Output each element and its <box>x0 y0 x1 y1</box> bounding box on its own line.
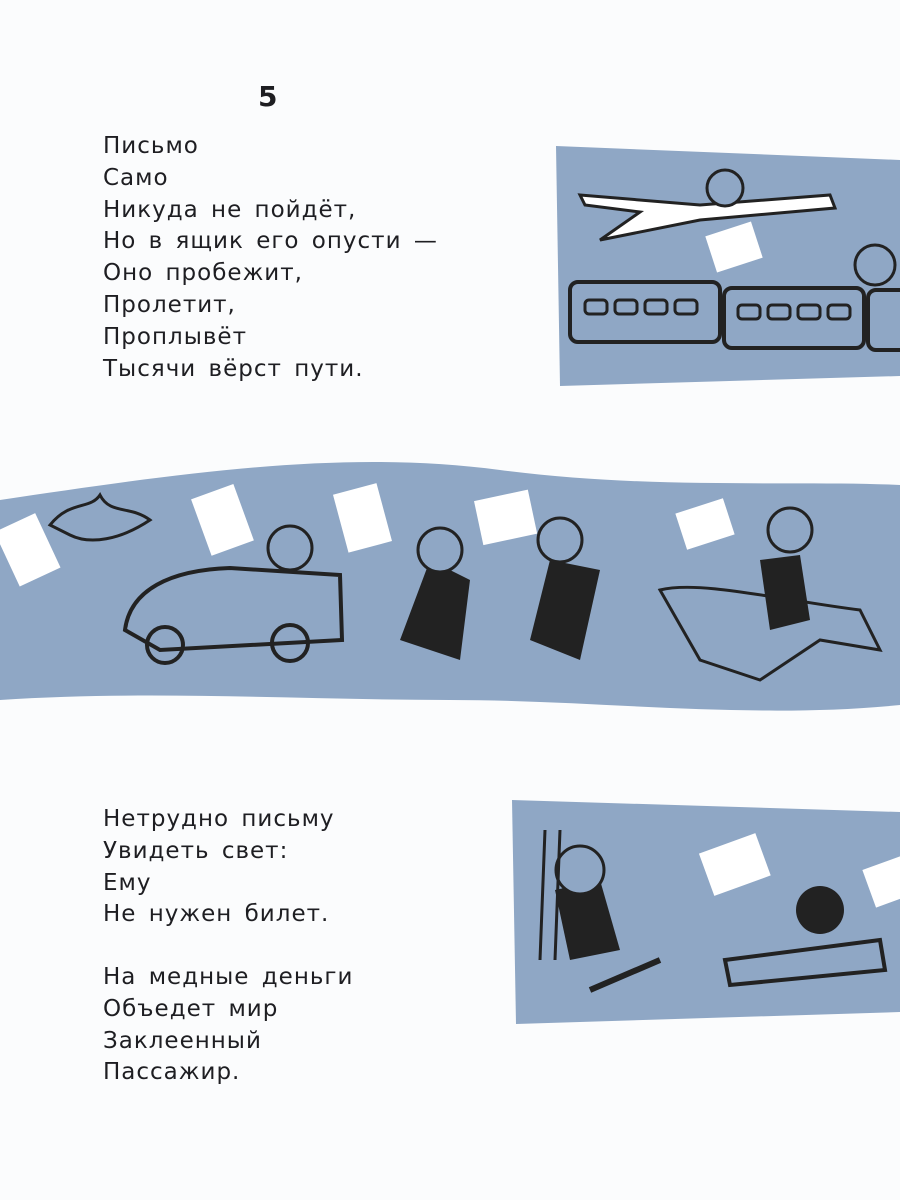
poem-line: Но в ящик его опусти — <box>103 228 438 255</box>
poem-line: Ему <box>103 869 152 896</box>
poem-line: Нетрудно письму <box>103 806 335 832</box>
poem-line: Письмо <box>103 133 199 159</box>
poem-line: Проплывёт <box>103 323 247 350</box>
poem-line: Объедет мир <box>103 995 279 1022</box>
page-number: 5 <box>258 80 278 113</box>
poem-line: Пассажир. <box>103 1059 241 1086</box>
bottom-illustration-skier-sled <box>512 800 900 1024</box>
poem-line: Не нужен билет. <box>103 901 330 928</box>
poem-line: Само <box>103 164 169 191</box>
poem-line: На медные деньги <box>103 964 354 990</box>
poem-line: Заклеенный <box>103 1027 262 1054</box>
middle-illustration-postmen <box>0 461 900 711</box>
stanza-1: Письмо Само Никуда не пойдёт, Но в ящик … <box>103 131 438 385</box>
poem-line: Оно пробежит, <box>103 260 303 287</box>
poem-line: Никуда не пойдёт, <box>103 196 357 223</box>
stanza-3: На медные деньги Объедет мир Заклеенный … <box>103 962 353 1089</box>
stanza-2: Нетрудно письму Увидеть свет: Ему Не нуж… <box>103 804 335 931</box>
poem-line: Пролетит, <box>103 291 236 318</box>
poem-line: Тысячи вёрст пути. <box>103 355 364 382</box>
top-illustration-plane-train <box>556 146 900 386</box>
poem-line: Увидеть свет: <box>103 837 289 864</box>
